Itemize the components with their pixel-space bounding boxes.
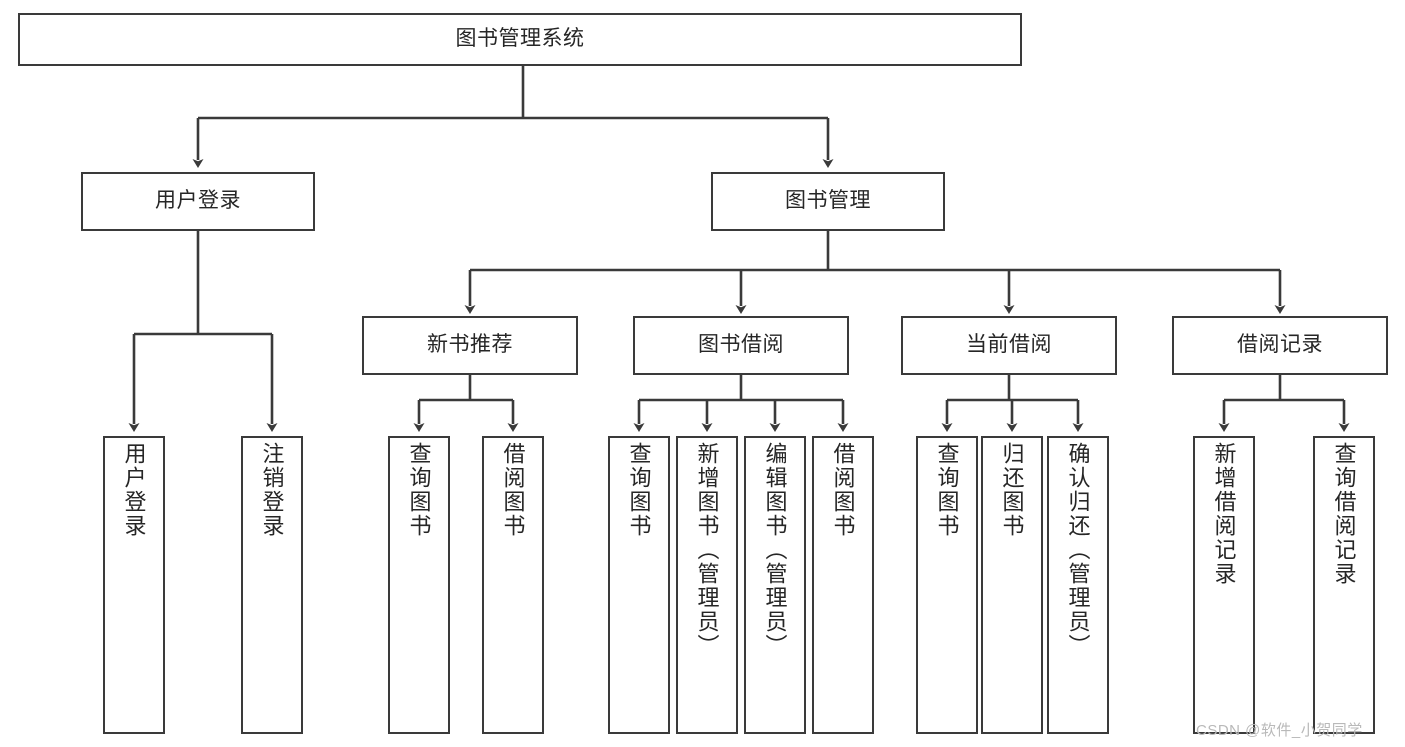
node-label: 借阅记录 — [1237, 333, 1323, 357]
leaf-query-borrow-record[interactable]: 查询借阅记录 — [1313, 436, 1375, 734]
node-label: 新增借阅记录 — [1211, 442, 1237, 586]
node-label: 新书推荐 — [427, 333, 513, 357]
node-borrow-record[interactable]: 借阅记录 — [1172, 316, 1388, 375]
node-user-login[interactable]: 用户登录 — [81, 172, 315, 231]
leaf-query-book-borrow[interactable]: 查询图书 — [608, 436, 670, 734]
node-current-borrow[interactable]: 当前借阅 — [901, 316, 1117, 375]
node-label: 查询借阅记录 — [1331, 442, 1357, 586]
node-book-borrow[interactable]: 图书借阅 — [633, 316, 849, 375]
node-label: 借阅图书 — [500, 442, 526, 538]
leaf-confirm-return-admin[interactable]: 确认归还（管理员） — [1047, 436, 1109, 734]
leaf-edit-book-admin[interactable]: 编辑图书（管理员） — [744, 436, 806, 734]
leaf-query-book-current[interactable]: 查询图书 — [916, 436, 978, 734]
leaf-user-login[interactable]: 用户登录 — [103, 436, 165, 734]
node-label: 归还图书 — [999, 442, 1025, 538]
csdn-watermark: CSDN @软件_小贺同学 — [1196, 722, 1363, 739]
node-label: 新增图书（管理员） — [694, 442, 720, 658]
node-label: 借阅图书 — [830, 442, 856, 538]
node-label: 查询图书 — [934, 442, 960, 538]
node-label: 图书管理系统 — [455, 27, 585, 51]
node-book-management[interactable]: 图书管理 — [711, 172, 945, 231]
node-label: 图书管理 — [785, 189, 871, 213]
node-root-system[interactable]: 图书管理系统 — [18, 13, 1022, 66]
leaf-return-book[interactable]: 归还图书 — [981, 436, 1043, 734]
node-label: 编辑图书（管理员） — [762, 442, 788, 658]
leaf-add-borrow-record[interactable]: 新增借阅记录 — [1193, 436, 1255, 734]
node-label: 确认归还（管理员） — [1065, 442, 1091, 658]
node-label: 注销登录 — [259, 442, 285, 538]
node-label: 用户登录 — [121, 442, 147, 538]
node-label: 查询图书 — [626, 442, 652, 538]
leaf-borrow-book[interactable]: 借阅图书 — [812, 436, 874, 734]
node-label: 用户登录 — [155, 189, 241, 213]
leaf-add-book-admin[interactable]: 新增图书（管理员） — [676, 436, 738, 734]
leaf-borrow-book-recommend[interactable]: 借阅图书 — [482, 436, 544, 734]
node-new-book-recommend[interactable]: 新书推荐 — [362, 316, 578, 375]
node-label: 查询图书 — [406, 442, 432, 538]
leaf-query-book-recommend[interactable]: 查询图书 — [388, 436, 450, 734]
node-label: 图书借阅 — [698, 333, 784, 357]
leaf-logout[interactable]: 注销登录 — [241, 436, 303, 734]
node-label: 当前借阅 — [966, 333, 1052, 357]
